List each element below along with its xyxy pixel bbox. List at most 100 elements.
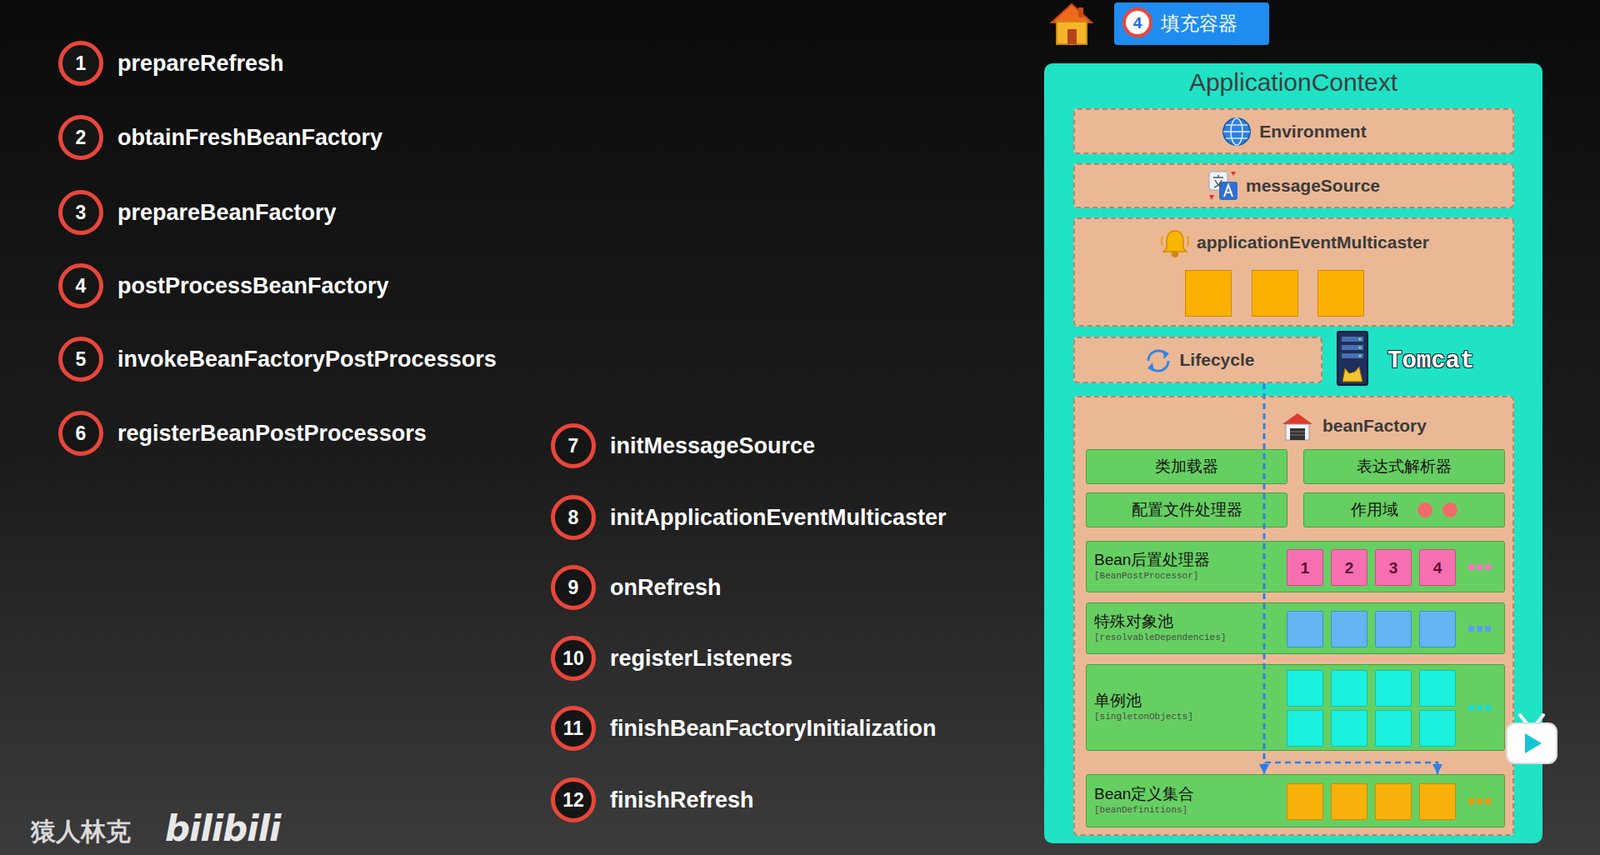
step-name-slot: prepareRefresh	[117, 40, 285, 86]
step-number: 2	[75, 128, 87, 148]
badge-number: 4	[1133, 15, 1143, 31]
context-part: messageSource	[1073, 163, 1515, 209]
step-name: registerBeanPostProcessors	[117, 420, 427, 447]
post-processor-square: 3	[1375, 549, 1412, 586]
step-number: 8	[568, 508, 580, 528]
post-processor-square: 1	[1286, 549, 1324, 586]
store-square	[1419, 783, 1456, 820]
step-name: initMessageSource	[610, 433, 815, 460]
step-name-slot: obtainFreshBeanFactory	[117, 115, 383, 160]
more-dot	[1468, 564, 1475, 570]
step-name-slot: finishRefresh	[610, 777, 755, 823]
step-circle: 12finishRefresh	[550, 777, 596, 823]
step-name-slot: initApplicationEventMulticaster	[610, 495, 947, 540]
step-number: 3	[75, 203, 87, 223]
container-title: ApplicationContext	[1189, 68, 1398, 97]
store-square	[1286, 783, 1324, 820]
server-icon	[1335, 330, 1370, 387]
step-number: 5	[75, 350, 87, 370]
step-number: 11	[563, 719, 584, 739]
more-dot	[1476, 625, 1483, 632]
step-circle: 5invokeBeanFactoryPostProcessors	[58, 336, 104, 382]
store-square	[1330, 610, 1368, 648]
store-name: 特殊对象池	[1094, 611, 1226, 632]
store-field: [resolvableDependencies]	[1094, 631, 1226, 645]
house-icon	[1048, 0, 1095, 46]
part-name: messageSource	[1245, 175, 1380, 196]
store-name: Bean定义集合	[1094, 784, 1195, 805]
step-number: 9	[568, 578, 580, 598]
bilibili-tv-icon	[1503, 711, 1560, 767]
step-circle: 8initApplicationEventMulticaster	[550, 495, 596, 540]
step-number: 6	[75, 424, 87, 444]
step-name-slot: prepareBeanFactory	[117, 190, 337, 235]
step-circle: 3prepareBeanFactory	[58, 190, 104, 235]
post-processor-square: 2	[1330, 549, 1368, 586]
store-square	[1419, 670, 1456, 707]
store-name: Bean后置处理器	[1094, 550, 1210, 570]
step-number: 1	[75, 54, 87, 74]
step-circle: 1prepareRefresh	[58, 40, 104, 86]
stage-button: 填充容器 4	[1114, 2, 1270, 45]
store-name: 单例池	[1094, 690, 1194, 711]
step-name-slot: postProcessBeanFactory	[117, 263, 390, 309]
factory-part: 作用域	[1303, 492, 1505, 528]
factory-part: 配置文件处理器	[1085, 492, 1288, 528]
factory-icon	[1279, 410, 1316, 442]
store-square	[1330, 670, 1368, 707]
step-circle: 7initMessageSource	[550, 423, 596, 469]
more-dot	[1485, 705, 1491, 711]
factory-store: 特殊对象池[resolvableDependencies]	[1085, 602, 1505, 655]
step-name: prepareBeanFactory	[117, 200, 337, 226]
part-name: Environment	[1259, 121, 1366, 142]
more-dot	[1476, 705, 1483, 711]
context-part: applicationEventMulticaster	[1073, 217, 1515, 327]
refresh-icon	[1141, 344, 1174, 376]
step-name-slot: initMessageSource	[610, 423, 815, 469]
scope-dots	[1416, 501, 1459, 519]
factory-part-name: 配置文件处理器	[1131, 499, 1243, 521]
step-name: finishRefresh	[610, 787, 755, 814]
step-name: invokeBeanFactoryPostProcessors	[117, 346, 497, 373]
more-dot	[1468, 625, 1475, 632]
translate-icon	[1207, 170, 1240, 202]
processor-number: 2	[1345, 560, 1355, 576]
watermark-author: 猿人林克	[30, 819, 131, 845]
factory-store: 单例池[singletonObjects]	[1085, 664, 1505, 751]
part-name: applicationEventMulticaster	[1196, 232, 1430, 253]
factory-part: 表达式解析器	[1303, 449, 1505, 485]
part-name: Lifecycle	[1180, 350, 1255, 370]
step-name: prepareRefresh	[117, 50, 285, 77]
store-field: [BeanPostProcessor]	[1094, 570, 1210, 583]
processor-number: 4	[1433, 560, 1443, 576]
store-text-slot: Bean定义集合[beanDefinitions]	[1094, 775, 1195, 827]
store-square	[1330, 710, 1368, 747]
post-processor-square: 4	[1419, 549, 1456, 586]
more-dot	[1468, 798, 1475, 805]
title-slot: beanFactory	[1279, 407, 1427, 445]
button-text-slot: 填充容器	[1160, 2, 1238, 45]
step-name: registerListeners	[610, 645, 793, 672]
step-circle: 11finishBeanFactoryInitialization	[550, 705, 596, 751]
step-name: obtainFreshBeanFactory	[117, 125, 383, 151]
step-number: 7	[568, 436, 580, 456]
step-name: initApplicationEventMulticaster	[610, 505, 947, 531]
step-number: 4	[75, 276, 87, 296]
step-circle: 4postProcessBeanFactory	[58, 263, 104, 309]
step-circle: 6registerBeanPostProcessors	[58, 410, 104, 456]
step-circle: 9onRefresh	[550, 565, 596, 610]
bean-factory: beanFactory 类加载器 表达式解析器配置文件处理器 作用域 Bean后置处理器…	[1073, 395, 1515, 836]
context-container: ApplicationContextEnvironment messageSour…	[1044, 63, 1543, 844]
part-name: beanFactory	[1322, 415, 1427, 436]
store-square	[1286, 610, 1324, 648]
step-name: postProcessBeanFactory	[117, 273, 390, 300]
step-name: onRefresh	[610, 575, 722, 601]
listener-square	[1317, 270, 1365, 317]
store-square	[1419, 710, 1456, 747]
title-slot: ApplicationContext	[1044, 68, 1543, 97]
factory-part-name: 类加载器	[1155, 455, 1219, 478]
server-name: Tomcat	[1387, 349, 1475, 374]
more-dot	[1476, 798, 1483, 805]
store-text-slot: Bean后置处理器[BeanPostProcessor]	[1094, 541, 1210, 592]
